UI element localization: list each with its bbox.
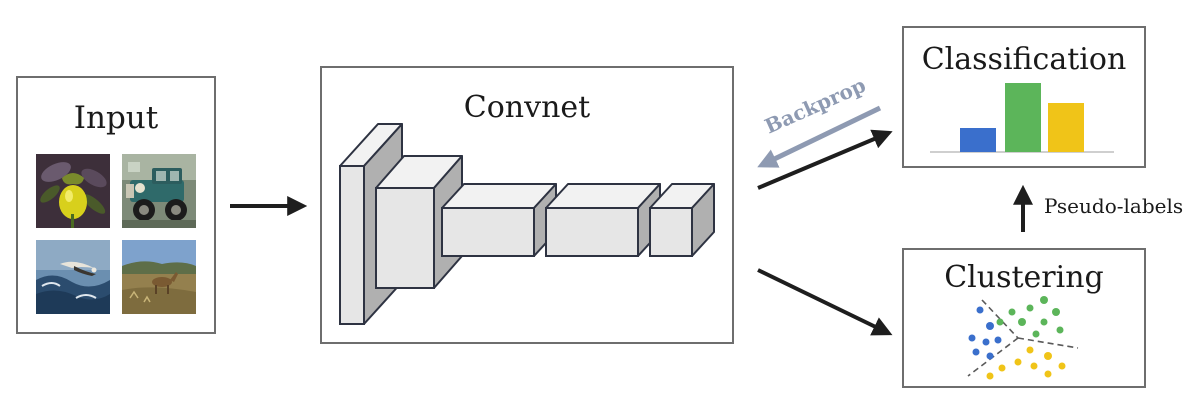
blue-point (976, 306, 984, 314)
green-point (1056, 326, 1064, 334)
deer-image (122, 240, 196, 314)
bird-image (36, 240, 110, 314)
convnet-to-clustering-arrow (757, 268, 893, 336)
bar-blue (960, 128, 996, 152)
green-point (1052, 308, 1060, 316)
input-box: Input (16, 76, 216, 334)
yellow-point (1058, 362, 1066, 370)
backprop-label: Backprop (761, 73, 869, 139)
blue-point (994, 336, 1002, 344)
green-point (1018, 318, 1026, 326)
classification-chart (930, 83, 1114, 153)
yellow-point (1026, 346, 1034, 354)
flower-image (36, 154, 110, 228)
yellow-point (1044, 370, 1052, 378)
clustering-plot (967, 296, 1079, 380)
blue-point (986, 322, 994, 330)
green-point (1040, 318, 1048, 326)
bar-yellow (1048, 103, 1084, 152)
green-point (1040, 296, 1048, 304)
clustering-box: Clustering (902, 248, 1146, 388)
convnet-title: Convnet (463, 90, 591, 125)
green-point (1008, 308, 1016, 316)
yellow-point (1044, 352, 1052, 360)
blue-point (968, 334, 976, 342)
convnet-layer-5 (649, 183, 715, 257)
clustering-title: Clustering (944, 260, 1104, 295)
yellow-point (1030, 362, 1038, 370)
input-title: Input (73, 100, 159, 136)
cluster-boundary (981, 299, 1019, 339)
green-point (1026, 304, 1034, 312)
green-point (996, 318, 1004, 326)
convnet-to-classification-arrow (757, 129, 893, 190)
blue-point (982, 338, 990, 346)
convnet-layer-3 (441, 183, 557, 257)
blue-point (972, 348, 980, 356)
bar-green (1005, 83, 1041, 152)
pseudo-labels-label: Pseudo-labels (1044, 194, 1184, 218)
blue-point (986, 352, 994, 360)
yellow-point (1014, 358, 1022, 366)
classification-title: Classification (921, 42, 1127, 77)
cluster-boundary (1017, 337, 1079, 349)
yellow-point (986, 372, 994, 380)
green-point (1032, 330, 1040, 338)
car-image (122, 154, 196, 228)
convnet-layer-4 (545, 183, 661, 257)
backprop-arrow (757, 105, 882, 168)
yellow-point (998, 364, 1006, 372)
